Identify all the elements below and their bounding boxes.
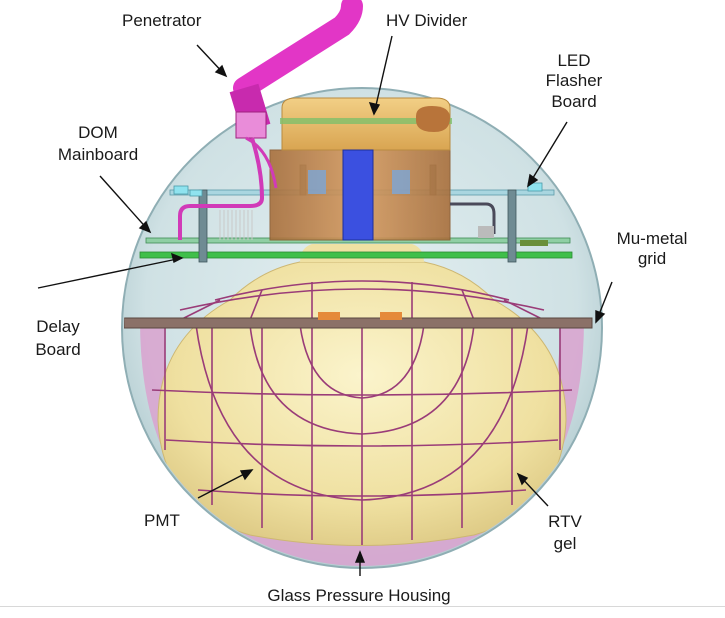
grid-clip (318, 312, 340, 320)
label-dom-line2: Mainboard (58, 145, 138, 164)
grid-clip (380, 312, 402, 320)
label-delay-line1: Delay (36, 317, 80, 336)
grid-support-ring (124, 318, 592, 328)
label-pmt: PMT (144, 511, 180, 530)
hv-blue-module (343, 150, 373, 240)
hv-component (308, 170, 326, 194)
bottom-divider (0, 606, 725, 607)
label-led-line2: Flasher (546, 71, 603, 90)
hv-component (392, 170, 410, 194)
label-mu-line1: Mu-metal (617, 229, 688, 248)
label-dom-line1: DOM (78, 123, 118, 142)
label-mu-line2: grid (638, 249, 666, 268)
hv-coil (416, 106, 450, 132)
label-led-line1: LED (557, 51, 590, 70)
label-delay-line2: Board (35, 340, 80, 359)
label-rtv-line2: gel (554, 534, 577, 553)
connector-block (478, 226, 494, 238)
penetrator-cable (244, 6, 352, 88)
connector-block (520, 240, 548, 246)
label-hv-divider: HV Divider (386, 11, 468, 30)
label-rtv-line1: RTV (548, 512, 582, 531)
penetrator-nut (236, 112, 266, 138)
label-led-line3: Board (551, 92, 596, 111)
label-glass-pressure-housing: Glass Pressure Housing (267, 586, 450, 605)
label-penetrator: Penetrator (122, 11, 202, 30)
